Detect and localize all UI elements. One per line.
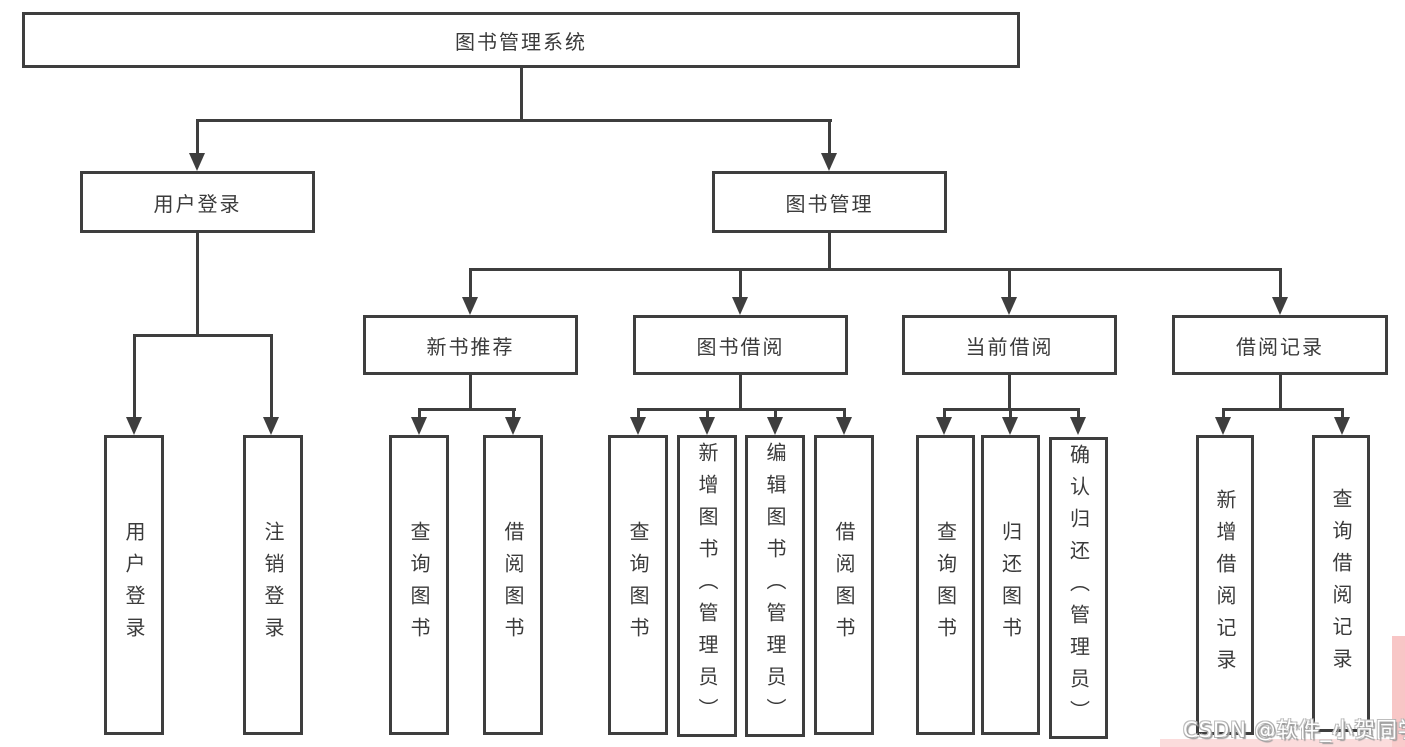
arrow-down-icon [936,417,952,435]
leaf-br-add-record: 新增借阅记录 [1196,435,1254,735]
leaf-cb-return-books: 归还图书 [981,435,1040,735]
connector-line [133,334,136,420]
node-borrow-records: 借阅记录 [1172,315,1388,375]
pink-edge-strip [1392,636,1405,747]
connector-line [1279,375,1282,411]
connector-line [196,233,199,337]
connector-line [828,119,831,157]
connector-line [270,334,273,420]
connector-line [1279,268,1282,300]
arrow-down-icon [767,417,783,435]
connector-line [843,408,846,420]
node-user-login: 用户登录 [80,171,315,233]
leaf-user-login: 用户登录 [104,435,164,735]
arrow-down-icon [1070,417,1086,435]
connector-line [469,268,472,300]
leaf-cb-confirm-return-admin: 确认归还（管理员） [1049,437,1108,739]
leaf-bb-add-books-admin: 新增图书（管理员） [677,435,737,737]
arrow-down-icon [1215,417,1231,435]
node-current-borrow: 当前借阅 [902,315,1117,375]
leaf-nb-query-books: 查询图书 [389,435,449,735]
leaf-cb-query-books: 查询图书 [916,435,975,735]
arrow-down-icon [1272,297,1288,315]
arrow-down-icon [1001,297,1017,315]
arrow-down-icon [630,417,646,435]
arrow-down-icon [462,297,478,315]
arrow-down-icon [1334,417,1350,435]
leaf-logout: 注销登录 [243,435,303,735]
pink-bottom-strip [1160,739,1405,747]
arrow-down-icon [836,417,852,435]
leaf-bb-edit-books-admin: 编辑图书（管理员） [745,435,805,737]
arrow-down-icon [411,417,427,435]
arrow-down-icon [699,417,715,435]
leaf-bb-borrow-books: 借阅图书 [814,435,874,735]
arrow-down-icon [732,297,748,315]
connector-line [469,375,472,411]
node-new-book-recommend: 新书推荐 [363,315,578,375]
arrow-down-icon [505,417,521,435]
connector-line [943,408,946,420]
connector-line [512,408,515,420]
arrow-down-icon [1002,417,1018,435]
connector-line [1222,408,1343,411]
arrow-down-icon [263,417,279,435]
connector-line [739,375,742,411]
connector-line [469,268,1282,271]
arrow-down-icon [821,153,837,171]
node-book-management: 图书管理 [712,171,947,233]
connector-line [133,334,273,337]
leaf-nb-borrow-books: 借阅图书 [483,435,543,735]
connector-line [418,408,516,411]
node-book-borrow: 图书借阅 [633,315,848,375]
connector-line [637,408,846,411]
connector-line [828,233,831,271]
arrow-down-icon [189,153,205,171]
arrow-down-icon [126,417,142,435]
leaf-bb-query-books: 查询图书 [608,435,668,735]
connector-line [1008,375,1011,411]
connector-line [1222,408,1225,420]
connector-line [1009,408,1012,420]
connector-line [196,119,199,157]
node-root: 图书管理系统 [22,12,1020,68]
leaf-br-query-record: 查询借阅记录 [1312,435,1370,732]
csdn-watermark: CSDN @软件_小贺同学 [1183,718,1405,742]
connector-line [1077,408,1080,420]
connector-line [739,268,742,300]
connector-line [1341,408,1344,420]
connector-line [706,408,709,420]
connector-line [774,408,777,420]
connector-line [637,408,640,420]
connector-line [196,119,832,122]
connector-line [520,68,523,122]
connector-line [418,408,421,420]
connector-line [1008,268,1011,300]
